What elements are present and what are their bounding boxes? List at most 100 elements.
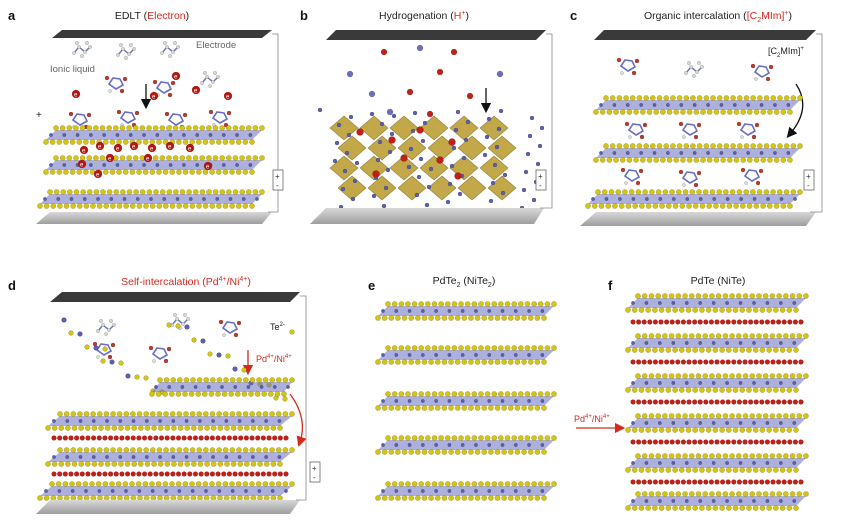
te-atom bbox=[192, 125, 199, 131]
te-atom bbox=[93, 155, 99, 161]
te-atom bbox=[531, 345, 537, 351]
pd-atom bbox=[738, 381, 743, 385]
intercalant-atom bbox=[652, 359, 659, 365]
pd-atom bbox=[460, 443, 465, 447]
te-atom bbox=[504, 345, 511, 351]
ion-atom bbox=[102, 346, 108, 352]
te-atom bbox=[51, 461, 58, 467]
intercalant-atom bbox=[215, 471, 221, 477]
te-atom bbox=[770, 189, 776, 195]
proton bbox=[454, 172, 462, 180]
octahedron bbox=[337, 135, 367, 161]
te-atom bbox=[631, 427, 638, 433]
te-atom bbox=[665, 427, 672, 433]
te-atom bbox=[756, 293, 762, 299]
intercalant-atom bbox=[635, 359, 642, 365]
te-atom bbox=[776, 293, 782, 299]
pd-atom bbox=[447, 309, 452, 313]
molecule-atom bbox=[134, 110, 140, 116]
ion-atom bbox=[118, 360, 124, 366]
te-atom bbox=[176, 411, 183, 417]
te-atom bbox=[149, 169, 156, 175]
te-atom bbox=[665, 387, 672, 393]
te-atom bbox=[381, 405, 388, 411]
te-atom bbox=[84, 461, 91, 467]
te-atom bbox=[527, 315, 534, 321]
te-atom bbox=[712, 387, 719, 393]
intercalant-atom bbox=[731, 479, 737, 485]
layer-bond-band bbox=[596, 100, 800, 110]
te-atom bbox=[649, 189, 655, 195]
te-atom bbox=[156, 139, 162, 145]
te-atom bbox=[471, 301, 478, 307]
pd-atom bbox=[162, 197, 167, 201]
te-atom bbox=[49, 481, 55, 487]
te-atom bbox=[237, 461, 244, 467]
battery-icon bbox=[803, 169, 815, 191]
te-atom bbox=[37, 495, 43, 501]
te-atom bbox=[732, 347, 739, 353]
pd-atom bbox=[206, 385, 211, 389]
intercalant-atom bbox=[153, 471, 159, 477]
te-atom bbox=[448, 495, 454, 501]
te-atom bbox=[70, 203, 76, 209]
te-atom bbox=[95, 481, 102, 487]
te-atom bbox=[401, 359, 408, 365]
te-atom bbox=[789, 293, 796, 299]
te-atom bbox=[753, 157, 760, 163]
molecule-atom bbox=[92, 341, 98, 347]
pd-atom bbox=[407, 489, 412, 493]
te-atom bbox=[444, 301, 451, 307]
pd-atom bbox=[685, 197, 690, 201]
oxygen-atom bbox=[346, 132, 352, 138]
te-atom bbox=[124, 425, 131, 431]
te-atom bbox=[507, 495, 514, 501]
te-atom bbox=[471, 435, 478, 441]
pd-atom bbox=[513, 309, 518, 313]
te-atom bbox=[169, 203, 176, 209]
molecule-atom bbox=[692, 74, 696, 78]
molecule-atom bbox=[687, 61, 691, 65]
te-atom bbox=[695, 293, 702, 299]
te-atom bbox=[769, 491, 776, 497]
ion bbox=[346, 70, 354, 78]
pd-atom bbox=[381, 353, 385, 357]
te-atom bbox=[179, 189, 186, 195]
te-atom bbox=[652, 427, 658, 433]
te-atom bbox=[43, 495, 50, 501]
intercalant-atom bbox=[753, 399, 759, 405]
te-atom bbox=[797, 95, 803, 101]
te-atom bbox=[626, 157, 633, 163]
te-atom bbox=[229, 203, 235, 209]
oxygen-atom bbox=[371, 193, 377, 199]
te-atom bbox=[488, 495, 494, 501]
intercalant-atom bbox=[781, 479, 787, 485]
pd-atom bbox=[184, 455, 189, 459]
ionic-liquid-molecules bbox=[68, 41, 232, 130]
te-atom bbox=[119, 125, 126, 131]
te-atom bbox=[212, 125, 219, 131]
te-atom bbox=[591, 203, 598, 209]
layer-bond-band bbox=[628, 378, 806, 388]
intercalant-atom bbox=[669, 479, 675, 485]
te-atom bbox=[53, 125, 59, 131]
te-atom bbox=[633, 109, 639, 115]
pd-atom bbox=[115, 133, 120, 137]
oxygen-atom bbox=[488, 198, 494, 204]
te-atom bbox=[606, 109, 613, 115]
te-atom bbox=[551, 345, 557, 351]
te-atom bbox=[474, 405, 481, 411]
te-atom bbox=[766, 505, 772, 511]
te-atom bbox=[405, 391, 411, 397]
te-atom bbox=[448, 449, 454, 455]
oxygen-atom bbox=[391, 113, 397, 119]
te-atom bbox=[504, 391, 511, 397]
molecule-atom bbox=[83, 50, 87, 54]
te-atom bbox=[599, 109, 606, 115]
te-atom bbox=[763, 95, 770, 101]
intercalant-atom bbox=[747, 399, 754, 405]
pd-atom bbox=[122, 197, 127, 201]
te-atom bbox=[385, 435, 391, 441]
te-atom bbox=[713, 157, 720, 163]
pd-atom bbox=[599, 151, 603, 155]
